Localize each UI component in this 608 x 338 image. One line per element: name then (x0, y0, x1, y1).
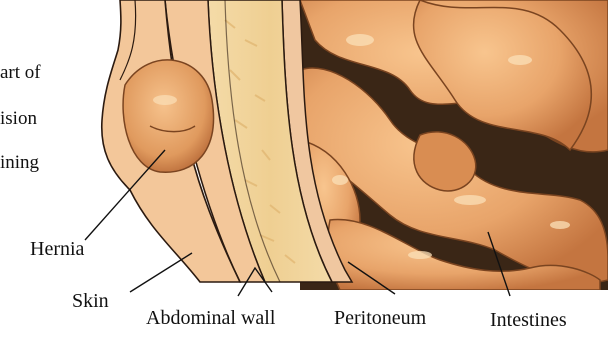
label-skin: Skin (72, 290, 109, 313)
side-text-line-3: ining (0, 152, 39, 174)
label-hernia: Hernia (30, 238, 84, 261)
label-intestines: Intestines (490, 309, 567, 332)
leader-skin (130, 253, 192, 292)
side-text-line-1: art of (0, 62, 41, 84)
label-abdominal-wall: Abdominal wall (146, 307, 275, 330)
label-peritoneum: Peritoneum (334, 307, 426, 330)
side-text-line-2: ision (0, 108, 37, 130)
hernia-sac (123, 60, 213, 172)
